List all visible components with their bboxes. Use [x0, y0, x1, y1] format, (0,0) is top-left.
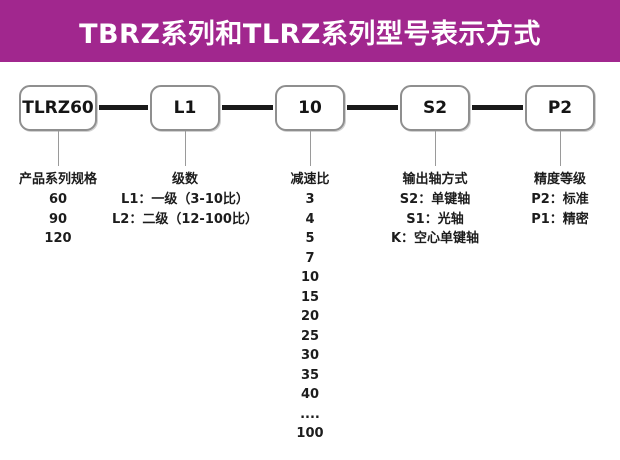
drop-line	[434, 131, 436, 166]
option-item: 25	[300, 328, 320, 344]
model-code-text: S2	[422, 98, 448, 118]
model-code-text: TLRZ60	[22, 98, 94, 118]
option-item: 35	[300, 367, 320, 383]
model-code-box: TLRZ60	[19, 85, 97, 131]
drop-line	[309, 131, 311, 166]
segment-series: TLRZ60 产品系列规格 60 90 120	[0, 85, 153, 249]
connector-line	[99, 105, 148, 110]
model-code-box: P2	[525, 85, 595, 131]
drop-line	[559, 131, 561, 166]
option-list: L1：一级（3-10比） L2：二级（12-100比）	[112, 190, 258, 229]
column-header: 产品系列规格	[18, 172, 97, 187]
option-list: 3 4 5 7 10 15 20 25 30 35 40.... 100	[296, 190, 323, 444]
title-bar: TBRZ系列和TLRZ系列型号表示方式	[0, 0, 620, 62]
option-item: 60	[48, 192, 68, 207]
option-item: 120	[44, 231, 72, 246]
option-item: 4	[305, 211, 315, 227]
option-item: L2：二级（12-100比）	[112, 211, 258, 227]
option-item: 30	[300, 348, 320, 363]
model-code-text: 10	[298, 98, 322, 118]
option-item: ....	[300, 406, 320, 422]
drop-line	[57, 131, 59, 166]
option-item: 20	[300, 309, 320, 324]
column-header: 减速比	[290, 172, 330, 187]
model-code-box: 10	[275, 85, 345, 131]
drop-line	[184, 131, 186, 166]
model-code-diagram: TLRZ60 产品系列规格 60 90 120 L1 级数 L1：一级（3-10比）…	[0, 62, 620, 460]
option-item: P1：精密	[531, 211, 589, 227]
option-item: 5	[305, 231, 315, 246]
option-item: 100	[296, 426, 324, 441]
option-item: 3	[305, 192, 315, 207]
segment-stages: L1 级数 L1：一级（3-10比） L2：二级（12-100比）	[90, 85, 280, 229]
option-item: L1：一级（3-10比）	[121, 192, 249, 207]
segment-precision: P2 精度等级 P2：标准 P1：精密	[465, 85, 620, 229]
option-item: K：空心单键轴	[390, 231, 480, 246]
segment-ratio: 10 减速比 3 4 5 7 10 15 20 25 30 35 40.... 100	[215, 85, 405, 444]
model-code-box: S2	[400, 85, 470, 131]
option-item: 7	[305, 250, 315, 266]
connector-line	[222, 105, 273, 110]
connector-line	[347, 105, 398, 110]
option-item: 90	[48, 211, 68, 227]
segment-output-shaft: S2 输出轴方式 S2：单键轴 S1：光轴 K：空心单键轴	[340, 85, 530, 249]
model-code-box: L1	[150, 85, 220, 131]
model-code-text: P2	[547, 98, 573, 118]
column-header: 精度等级	[533, 172, 586, 187]
option-item: S2：单键轴	[399, 192, 471, 207]
option-item: 40	[300, 387, 320, 402]
column-header: 输出轴方式	[402, 172, 468, 187]
option-item: S1：光轴	[406, 211, 464, 227]
option-list: P2：标准 P1：精密	[531, 190, 589, 229]
option-item: 15	[300, 289, 320, 305]
page-title: TBRZ系列和TLRZ系列型号表示方式	[79, 18, 541, 50]
option-list: S2：单键轴 S1：光轴 K：空心单键轴	[391, 190, 479, 249]
model-code-text: L1	[173, 98, 197, 118]
option-item: P2：标准	[531, 192, 589, 207]
column-header: 级数	[171, 172, 198, 187]
option-item: 10	[300, 270, 320, 285]
connector-line	[472, 105, 523, 110]
option-list: 60 90 120	[44, 190, 71, 249]
